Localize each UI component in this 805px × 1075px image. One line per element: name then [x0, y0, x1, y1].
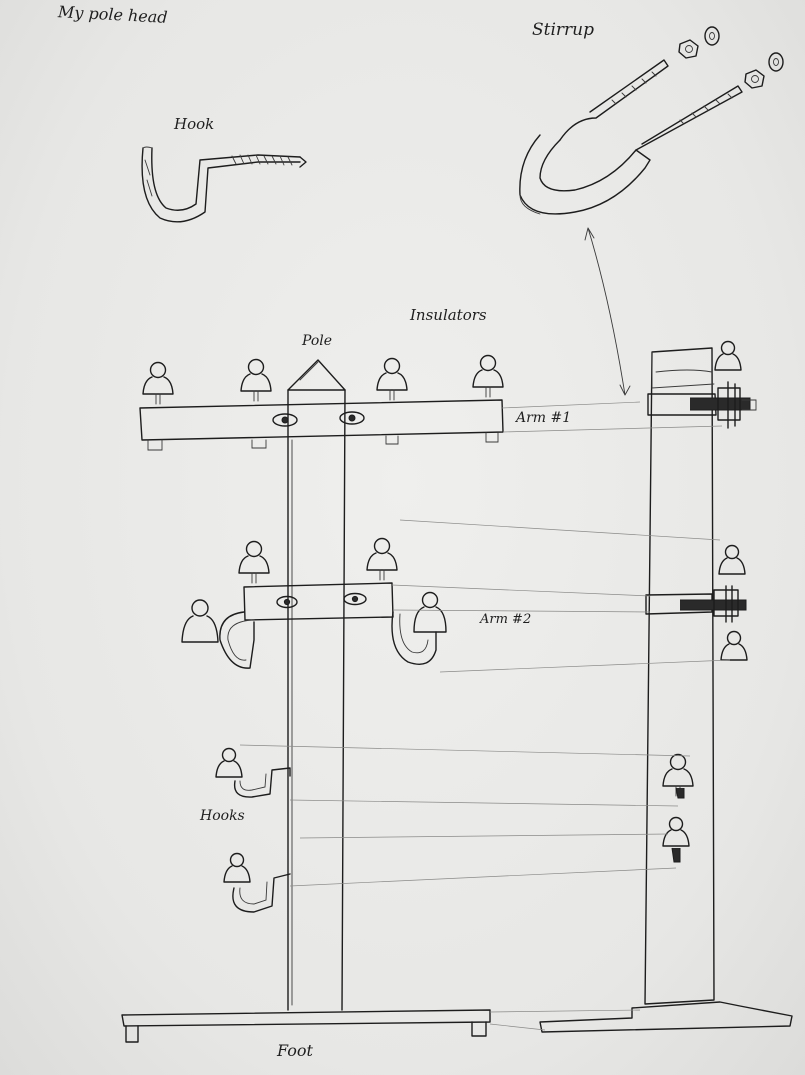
hook-label: Hook	[174, 115, 215, 133]
foot-front	[121, 1009, 491, 1043]
stirrup-sketch	[519, 26, 784, 396]
pole-label: Pole	[302, 333, 333, 349]
arm2-label: Arm #2	[480, 612, 532, 627]
guide-lines	[239, 401, 731, 1031]
foot-label: Foot	[277, 1041, 313, 1060]
arm1-label: Arm #1	[516, 410, 572, 426]
hook-sketch	[141, 146, 307, 223]
insulators-label: Insulators	[410, 306, 487, 324]
arm1-front	[139, 354, 504, 451]
hooks-front	[215, 747, 291, 913]
arm2-front	[181, 537, 447, 669]
hooks-label: Hooks	[200, 808, 245, 824]
pole-side-view	[539, 340, 793, 1033]
pole-front	[287, 359, 346, 1011]
stirrup-label: Stirrup	[532, 20, 594, 40]
